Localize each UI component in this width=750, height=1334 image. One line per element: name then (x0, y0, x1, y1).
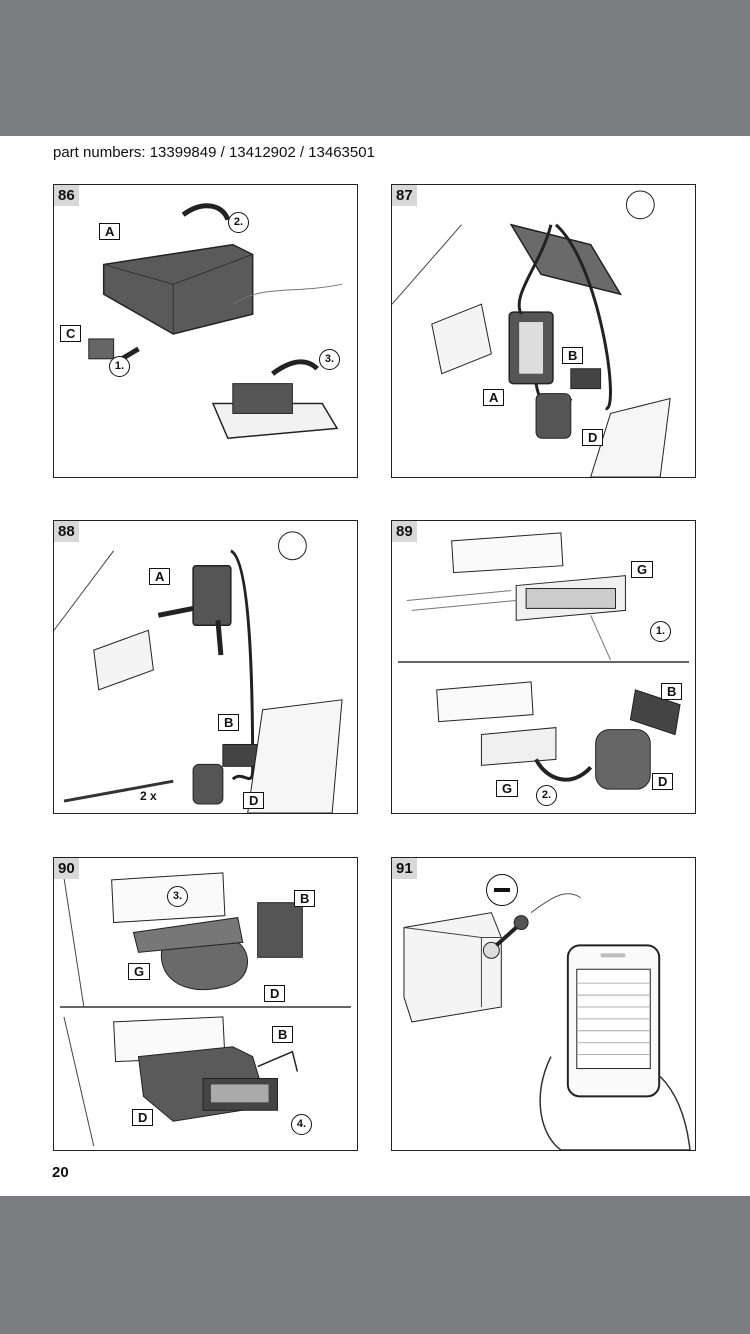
step-mark-3: 3. (167, 886, 188, 907)
step-87-panel: 87 A B D (391, 184, 696, 478)
step-91-panel: 91 (391, 857, 696, 1151)
label-b: B (661, 683, 683, 700)
label-g-bottom: G (496, 780, 519, 797)
step-91-illustration (403, 893, 691, 1150)
step-number: 87 (392, 185, 417, 206)
step-86-panel: 86 A 2. C 1. 3. (53, 184, 358, 478)
label-c: C (60, 325, 82, 342)
label-g: G (128, 963, 151, 980)
step-89-illustration (397, 532, 690, 790)
step-mark-2: 2. (536, 785, 557, 806)
step-mark-2: 2. (228, 212, 249, 233)
step-mark-1: 1. (109, 356, 130, 377)
step-number: 89 (392, 521, 417, 542)
minus-icon (486, 874, 518, 906)
step-88-panel: 88 A B D 2 x (53, 520, 358, 814)
label-d-top: D (264, 985, 286, 1002)
page-number: 20 (52, 1164, 69, 1181)
label-d-bottom: D (132, 1109, 154, 1126)
quantity-label: 2 x (140, 789, 157, 803)
label-d: D (652, 773, 674, 790)
label-a: A (483, 389, 505, 406)
label-g-top: G (631, 561, 654, 578)
label-b-bottom: B (272, 1026, 294, 1043)
manual-page: part numbers: 13399849 / 13412902 / 1346… (0, 136, 750, 1196)
step-number: 91 (392, 858, 417, 879)
step-number: 86 (54, 185, 79, 206)
part-numbers-header: part numbers: 13399849 / 13412902 / 1346… (53, 144, 375, 161)
step-number: 90 (54, 858, 79, 879)
step-88-illustration (54, 531, 343, 813)
step-90-illustration (59, 872, 352, 1147)
label-a: A (99, 223, 121, 240)
step-86-illustration (88, 203, 343, 440)
label-d: D (243, 792, 265, 809)
step-90-panel: 90 3. B G D B D 4. (53, 857, 358, 1151)
label-a: A (149, 568, 171, 585)
step-87-illustration (392, 190, 671, 477)
label-b: B (218, 714, 240, 731)
label-b: B (562, 347, 584, 364)
step-mark-3: 3. (319, 349, 340, 370)
step-89-panel: 89 G 1. B G 2. D (391, 520, 696, 814)
label-d: D (582, 429, 604, 446)
step-mark-1: 1. (650, 621, 671, 642)
step-number: 88 (54, 521, 79, 542)
label-b-top: B (294, 890, 316, 907)
step-mark-4: 4. (291, 1114, 312, 1135)
